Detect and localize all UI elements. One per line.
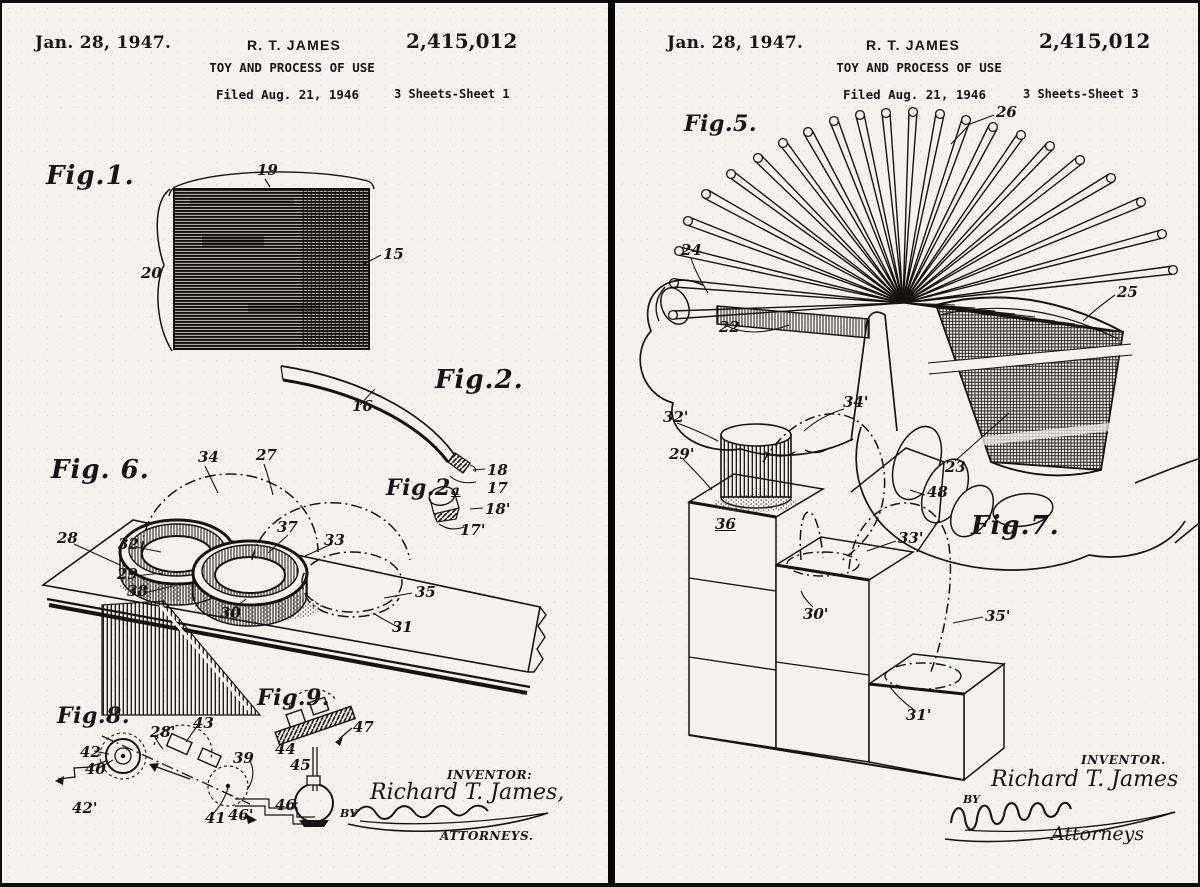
fig2-label: Fig.2. bbox=[435, 365, 524, 395]
ref-18-prime: 18' bbox=[485, 500, 511, 518]
patent-sheet-1: Jan. 28, 1947. R. T. JAMES 2,415,012 TOY… bbox=[2, 3, 608, 883]
page-divider bbox=[608, 0, 615, 887]
left-attorneys-caption: ATTORNEYS. bbox=[440, 829, 534, 843]
right-inventor-signature: Richard T. James bbox=[991, 767, 1179, 792]
ref-42: 42 bbox=[80, 743, 101, 761]
fig9-drawing bbox=[235, 688, 356, 827]
fig1-drawing bbox=[156, 171, 382, 352]
ref-16: 16 bbox=[352, 397, 373, 415]
fig5-label: Fig.5. bbox=[684, 111, 757, 137]
fig5-coil-drawing bbox=[927, 294, 1133, 477]
fig5-right-hand-drawing bbox=[855, 412, 1198, 571]
ref-15: 15 bbox=[383, 245, 404, 263]
ref-23: 23 bbox=[945, 458, 966, 476]
left-header-patent-number: 2,415,012 bbox=[406, 29, 518, 53]
ref-19: 19 bbox=[257, 161, 278, 179]
left-inventor-caption: INVENTOR: bbox=[447, 768, 533, 782]
fig8-label: Fig.8. bbox=[57, 703, 130, 729]
ref-26: 26 bbox=[996, 103, 1017, 121]
fig6-drawing bbox=[41, 463, 547, 716]
right-header-title: TOY AND PROCESS OF USE bbox=[836, 60, 1002, 75]
ref-33: 33 bbox=[324, 531, 345, 549]
ref-22: 22 bbox=[719, 318, 740, 336]
fig5-fan-drawing bbox=[667, 106, 1179, 333]
left-header-date: Jan. 28, 1947. bbox=[35, 33, 172, 53]
ref-27: 27 bbox=[256, 446, 277, 464]
ref-47: 47 bbox=[353, 718, 374, 736]
right-inventor-caption: INVENTOR. bbox=[1081, 753, 1166, 767]
ref-24: 24 bbox=[681, 241, 702, 259]
fig7-drawing bbox=[676, 408, 1006, 782]
ref-41: 41 bbox=[205, 809, 226, 827]
ref-42-prime: 42' bbox=[72, 799, 98, 817]
patent-sheet-3: Jan. 28, 1947. R. T. JAMES 2,415,012 TOY… bbox=[615, 3, 1198, 883]
right-header-sheet: 3 Sheets-Sheet 3 bbox=[1023, 87, 1139, 101]
right-header-date: Jan. 28, 1947. bbox=[667, 33, 804, 53]
fig2a-drawing bbox=[428, 486, 484, 530]
ref-17: 17 bbox=[487, 479, 508, 497]
ref-30: 30 bbox=[220, 604, 241, 622]
right-by-label: BY bbox=[963, 793, 980, 806]
left-header-filed: Filed Aug. 21, 1946 bbox=[216, 87, 359, 102]
ref-35-prime: 35' bbox=[985, 607, 1011, 625]
ref-35: 35 bbox=[415, 583, 436, 601]
left-header-sheet: 3 Sheets-Sheet 1 bbox=[394, 87, 510, 101]
right-attorneys-caption: Attorneys bbox=[1051, 823, 1145, 845]
ref-17-prime: 17' bbox=[460, 521, 486, 539]
right-header-patent-number: 2,415,012 bbox=[1039, 29, 1151, 53]
fig6-label: Fig. 6. bbox=[51, 455, 150, 485]
ref-28-prime: 28' bbox=[150, 723, 176, 741]
left-inventor-signature: Richard T. James, bbox=[370, 780, 565, 805]
ref-43: 43 bbox=[193, 714, 214, 732]
fig1-label: Fig.1. bbox=[46, 161, 135, 191]
left-header-inventor: R. T. JAMES bbox=[246, 37, 342, 53]
ref-34-prime: 34' bbox=[843, 393, 869, 411]
fig8-drawing bbox=[55, 724, 254, 817]
ref-29: 29 bbox=[117, 565, 138, 583]
fig2-drawing bbox=[280, 365, 486, 484]
ref-30-prime: 30' bbox=[803, 605, 829, 623]
ref-39: 39 bbox=[233, 749, 254, 767]
sheet1-drawings bbox=[41, 171, 549, 833]
ref-31: 31 bbox=[392, 618, 413, 636]
ref-31-prime: 31' bbox=[906, 706, 932, 724]
ref-46: 46 bbox=[275, 796, 296, 814]
left-by-label: BY bbox=[340, 807, 357, 820]
sheet3-drawings bbox=[639, 106, 1198, 843]
fig2a-label: Fig.2a bbox=[386, 475, 461, 501]
ref-44: 44 bbox=[275, 740, 296, 758]
ref-46-prime: 46' bbox=[228, 806, 254, 824]
ref-48: 48 bbox=[927, 483, 948, 501]
attorney-signature-stroke-right bbox=[944, 801, 1176, 843]
ref-18: 18 bbox=[487, 461, 508, 479]
attorney-signature-stroke bbox=[347, 804, 549, 833]
ref-38: 38 bbox=[127, 582, 148, 600]
ref-32: 32 bbox=[118, 535, 139, 553]
ref-25: 25 bbox=[1117, 283, 1138, 301]
left-header-title: TOY AND PROCESS OF USE bbox=[209, 60, 375, 75]
ref-34: 34 bbox=[198, 448, 219, 466]
ref-40: 40 bbox=[85, 760, 106, 778]
ref-32-prime: 32' bbox=[663, 408, 689, 426]
ref-37: 37 bbox=[277, 518, 298, 536]
ref-36: 36 bbox=[715, 515, 736, 533]
ref-20: 20 bbox=[141, 264, 162, 282]
ref-33-prime: 33' bbox=[898, 529, 924, 547]
fig9-label: Fig.9. bbox=[257, 685, 330, 711]
ref-29-prime: 29' bbox=[669, 445, 695, 463]
fig7-label: Fig.7. bbox=[971, 511, 1060, 541]
ref-45: 45 bbox=[290, 756, 311, 774]
right-header-filed: Filed Aug. 21, 1946 bbox=[843, 87, 986, 102]
ref-28: 28 bbox=[57, 529, 78, 547]
right-header-inventor: R. T. JAMES bbox=[865, 37, 961, 53]
